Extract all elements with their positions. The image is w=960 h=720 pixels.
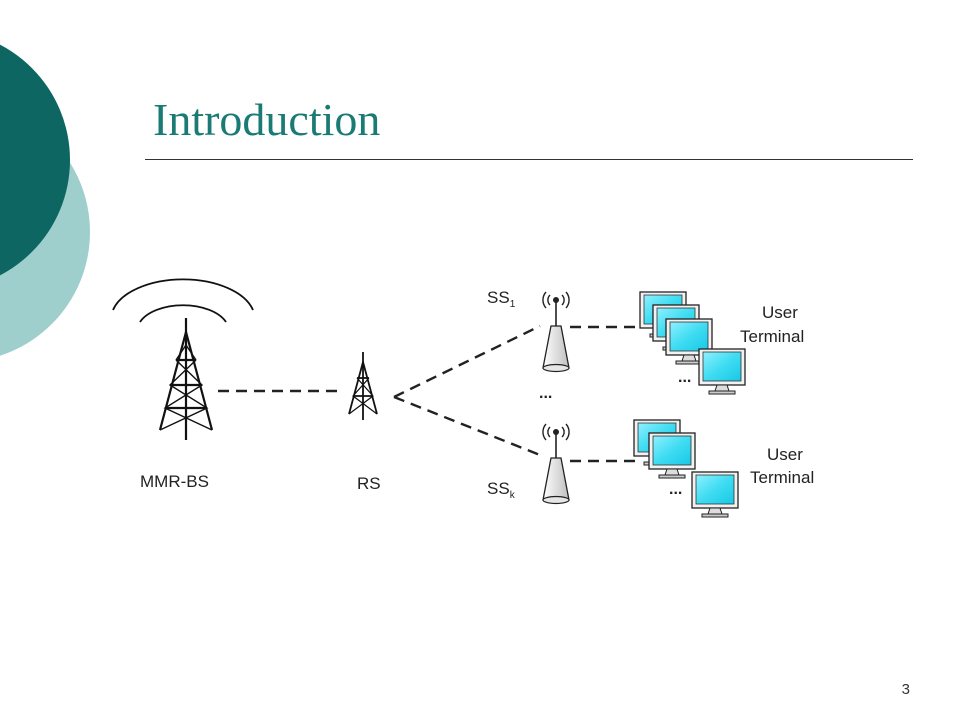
network-links [218,324,638,463]
ssk-label: SSk [487,479,516,501]
antenna-icon [542,291,570,373]
terminal-ellipsis: ... [669,481,682,498]
dark-teal-circle [0,44,70,276]
slide-title: Introduction [153,94,381,145]
ss1-label: SS1 [487,288,516,310]
monitor-icon [648,432,696,479]
relay-station-label: RS [357,474,381,493]
monitor-icon [691,471,739,518]
title-underline [145,159,913,160]
page-number: 3 [901,681,910,698]
ss-ellipsis: ... [539,385,552,402]
link-rs-ss1 [393,324,541,399]
user-terminal-label-1-line2: Terminal [740,327,804,346]
terminal-group-2: ... [633,419,739,518]
relay-tower-icon [348,352,378,420]
user-terminal-label-1-line1: User [762,303,798,322]
terminal-ellipsis: ... [678,369,691,386]
antenna-icon [542,423,570,505]
link-rs-ssk [393,395,541,457]
terminal-group-1: ... [639,291,746,395]
user-terminal-label-2-line1: User [767,445,803,464]
user-terminal-label-2-line2: Terminal [750,468,814,487]
monitor-icon [698,348,746,395]
transmission-tower-icon [112,278,254,440]
base-station-label: MMR-BS [140,472,209,491]
